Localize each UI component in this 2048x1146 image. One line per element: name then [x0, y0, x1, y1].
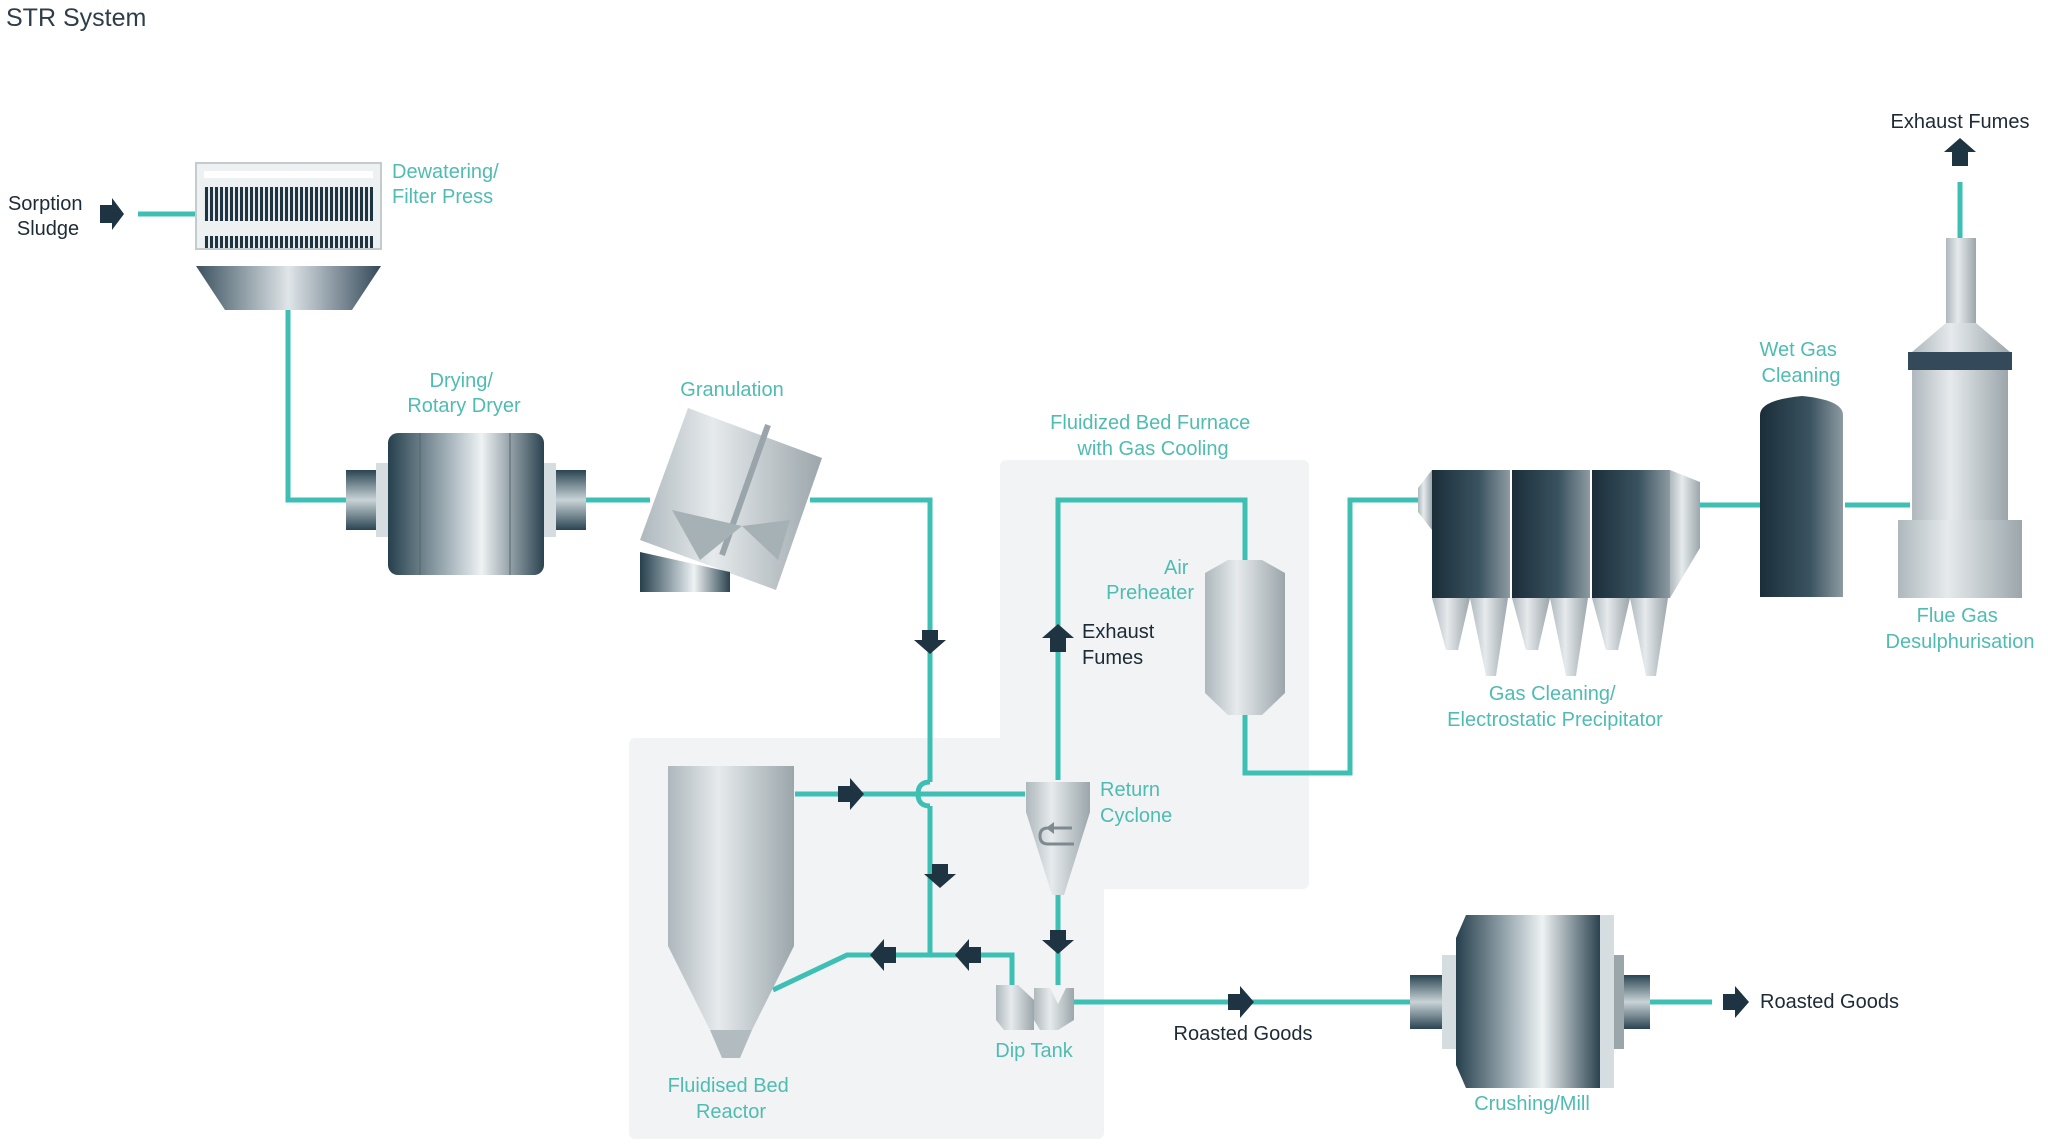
pipe-return-to-reactor — [771, 952, 1015, 993]
air-preheater-label: Air Preheater — [1106, 557, 1194, 604]
flue-gas-label: Flue Gas Desulphurisation — [1886, 605, 2035, 653]
sorption-sludge-label: Sorption Sludge — [8, 193, 88, 240]
flue-gas-stack-icon — [1898, 238, 2022, 598]
reactor-label: Fluidised Bed Reactor — [668, 1075, 795, 1123]
rotary-dryer-icon — [346, 433, 586, 575]
diagram-title: STR System — [6, 4, 146, 32]
exhaust-fumes-top-label: Exhaust Fumes — [1891, 111, 2030, 133]
pipe-press-to-dryer — [285, 308, 348, 503]
arrow-left-icon — [955, 939, 981, 971]
roasted-goods-mid-label: Roasted Goods — [1174, 1023, 1313, 1045]
arrow-up-icon — [1944, 138, 1976, 166]
reactor-zone-panel — [629, 460, 1309, 1139]
arrow-down-icon — [1042, 930, 1074, 954]
wet-gas-label: Wet Gas Cleaning — [1760, 339, 1843, 387]
arrow-right-icon — [838, 778, 864, 810]
arrow-right-icon — [100, 198, 124, 230]
arrow-down-icon — [924, 864, 956, 888]
furnace-label: Fluidized Bed Furnace with Gas Cooling — [1050, 412, 1256, 460]
pipe-granulation-to-reactor — [810, 497, 933, 782]
pipe-preheater-to-precipitator — [1242, 497, 1418, 776]
return-cyclone-icon — [1026, 782, 1090, 895]
roasted-goods-out-label: Roasted Goods — [1760, 991, 1899, 1013]
crushing-mill-label: Crushing/Mill — [1474, 1093, 1590, 1115]
electrostatic-precipitator-icon — [1418, 470, 1700, 676]
fluidised-bed-reactor-icon — [668, 766, 794, 1058]
granulation-label: Granulation — [680, 379, 783, 401]
dip-tank-icon — [996, 985, 1074, 1030]
gas-cleaning-label: Gas Cleaning/ Electrostatic Precipitator — [1447, 683, 1663, 731]
air-preheater-icon — [1205, 560, 1285, 715]
wet-gas-tower-icon — [1760, 396, 1843, 597]
arrow-right-icon — [1228, 986, 1254, 1018]
granulation-drum-icon — [640, 408, 822, 592]
crushing-mill-icon — [1410, 915, 1650, 1088]
exhaust-fumes-mid-label: Exhaust Fumes — [1082, 621, 1160, 669]
filter-press-icon — [195, 162, 382, 310]
arrow-left-icon — [870, 939, 896, 971]
drying-label: Drying/ Rotary Dryer — [407, 370, 521, 417]
arrow-up-icon — [1042, 624, 1074, 652]
arrow-down-icon — [914, 630, 946, 654]
dewatering-label: Dewatering/ Filter Press — [392, 161, 504, 208]
flow-arrows — [100, 138, 1976, 1018]
arrow-right-icon — [1723, 986, 1749, 1018]
return-cyclone-label: Return Cyclone — [1100, 779, 1172, 827]
dip-tank-label: Dip Tank — [995, 1040, 1073, 1062]
